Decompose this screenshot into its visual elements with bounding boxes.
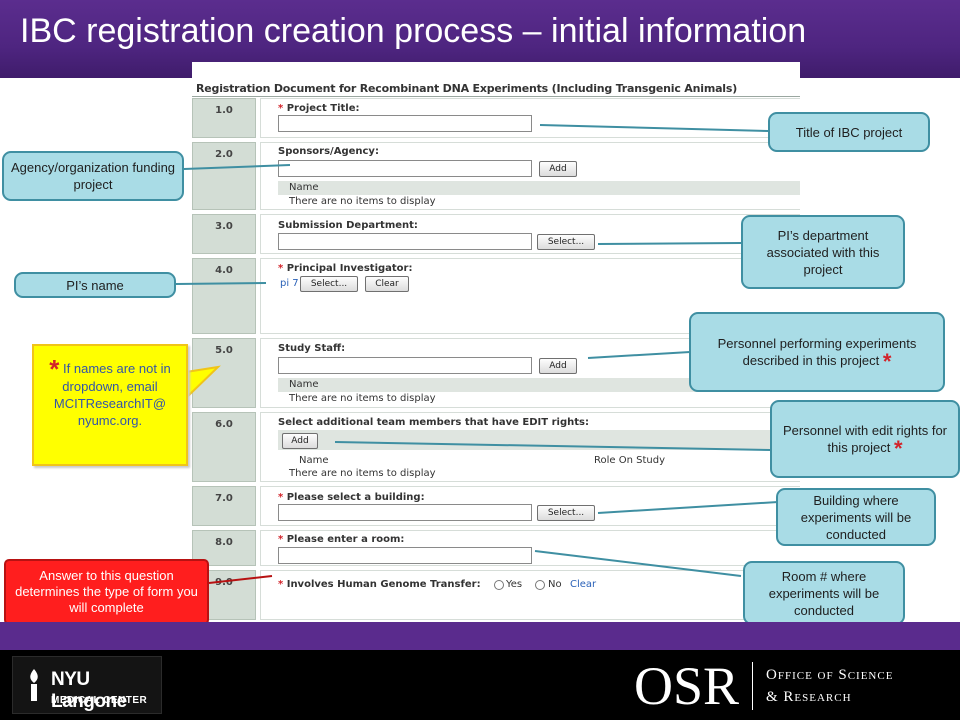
row-number-2: 2.0 [192, 142, 256, 210]
sponsors-grid-name-col: Name [289, 182, 319, 193]
office-line-2: & Research [766, 689, 852, 705]
project-title-input[interactable] [278, 115, 532, 132]
form-doc-title: Registration Document for Recombinant DN… [196, 82, 738, 95]
osr-wordmark: OSR [634, 656, 740, 716]
edit-rights-grid-name-col: Name [299, 455, 329, 466]
required-star: * [278, 579, 287, 590]
required-star: * [278, 103, 287, 114]
study-staff-grid-header [278, 378, 800, 392]
row-sponsors [260, 142, 800, 210]
note-text: If names are not in dropdown, email MCIT… [53, 361, 171, 428]
human-genome-clear-link[interactable]: Clear [570, 579, 597, 590]
sponsors-grid-header [278, 181, 800, 195]
note-dropdown-email: * If names are not in dropdown, email MC… [32, 344, 188, 466]
project-title-label: * Project Title: [278, 103, 360, 114]
sponsors-label: Sponsors/Agency: [278, 146, 379, 157]
department-select-button[interactable]: Select... [537, 234, 595, 250]
submission-department-input[interactable] [278, 233, 532, 250]
callout-room: Room # where experiments will be conduct… [743, 561, 905, 625]
row-submission-department [260, 214, 800, 254]
doc-title-rule [192, 96, 800, 97]
study-staff-grid-name-col: Name [289, 379, 319, 390]
study-staff-add-button[interactable]: Add [539, 358, 577, 374]
row-number-6: 6.0 [192, 412, 256, 482]
edit-rights-add-button[interactable]: Add [282, 433, 318, 449]
nyu-langone-logo: NYU Langone MEDICAL CENTER [12, 656, 162, 714]
row-study-staff [260, 338, 800, 408]
row-number-5: 5.0 [192, 338, 256, 408]
row-number-4: 4.0 [192, 258, 256, 334]
building-select-button[interactable]: Select... [537, 505, 595, 521]
callout-personnel: Personnel performing experiments describ… [689, 312, 945, 392]
osr-divider [752, 662, 753, 710]
office-name: Office of Science & Research [766, 664, 893, 708]
note-star: * [49, 354, 60, 384]
building-label: * Please select a building: [278, 492, 425, 503]
principal-investigator-label: * Principal Investigator: [278, 263, 413, 274]
row-number-1: 1.0 [192, 98, 256, 138]
bottom-band [0, 622, 960, 650]
row-number-3: 3.0 [192, 214, 256, 254]
sponsors-grid-empty: There are no items to display [289, 196, 436, 207]
office-line-1: Office of Science [766, 667, 894, 683]
edit-rights-toolbar [278, 430, 800, 450]
study-staff-grid-empty: There are no items to display [289, 393, 436, 404]
row-project-title [260, 98, 800, 138]
callout-agency: Agency/organization funding project [2, 151, 184, 201]
edit-rights-star: * [893, 435, 903, 461]
row-human-genome [260, 570, 800, 620]
room-input[interactable] [278, 547, 532, 564]
pi-name-link[interactable]: pi 7 [280, 278, 299, 289]
required-star: * [278, 534, 287, 545]
edit-rights-grid-empty: There are no items to display [289, 468, 436, 479]
callout-project-title: Title of IBC project [768, 112, 930, 152]
required-star: * [278, 263, 287, 274]
logo-sub: MEDICAL CENTER [51, 695, 148, 706]
footer: NYU Langone MEDICAL CENTER OSR Office of… [0, 650, 960, 720]
human-genome-yes-label: Yes [506, 579, 523, 590]
callout-building: Building where experiments will be condu… [776, 488, 936, 546]
row-number-7: 7.0 [192, 486, 256, 526]
row-room [260, 530, 800, 566]
row-edit-rights [260, 412, 800, 482]
row-building [260, 486, 800, 526]
study-staff-label: Study Staff: [278, 343, 346, 354]
row-principal-investigator [260, 258, 800, 334]
edit-rights-grid-role-col: Role On Study [594, 455, 665, 466]
callout-edit-rights: Personnel with edit rights for this proj… [770, 400, 960, 478]
edit-rights-label: Select additional team members that have… [278, 417, 589, 428]
sponsors-input[interactable] [278, 160, 532, 177]
torch-icon [30, 669, 38, 701]
logo-name: NYU Langone [51, 669, 127, 712]
pi-clear-button[interactable]: Clear [365, 276, 409, 292]
human-genome-no-label: No [548, 579, 562, 590]
room-label: * Please enter a room: [278, 534, 405, 545]
submission-department-label: Submission Department: [278, 220, 418, 231]
study-staff-input[interactable] [278, 357, 532, 374]
sponsors-add-button[interactable]: Add [539, 161, 577, 177]
building-input[interactable] [278, 504, 532, 521]
slide-title: IBC registration creation process – init… [20, 12, 807, 50]
callout-personnel-text: Personnel performing experiments describ… [717, 335, 917, 368]
callout-edit-rights-text: Personnel with edit rights for this proj… [782, 422, 948, 455]
callout-pi-name: PI’s name [14, 272, 176, 298]
row-number-8: 8.0 [192, 530, 256, 566]
required-star: * [278, 492, 287, 503]
answer-box: Answer to this question determines the t… [4, 559, 209, 625]
personnel-star: * [882, 348, 892, 374]
pi-select-button[interactable]: Select... [300, 276, 358, 292]
human-genome-label: * Involves Human Genome Transfer: [278, 579, 481, 590]
human-genome-no-radio[interactable] [535, 580, 545, 590]
callout-department: PI’s department associated with this pro… [741, 215, 905, 289]
human-genome-yes-radio[interactable] [494, 580, 504, 590]
